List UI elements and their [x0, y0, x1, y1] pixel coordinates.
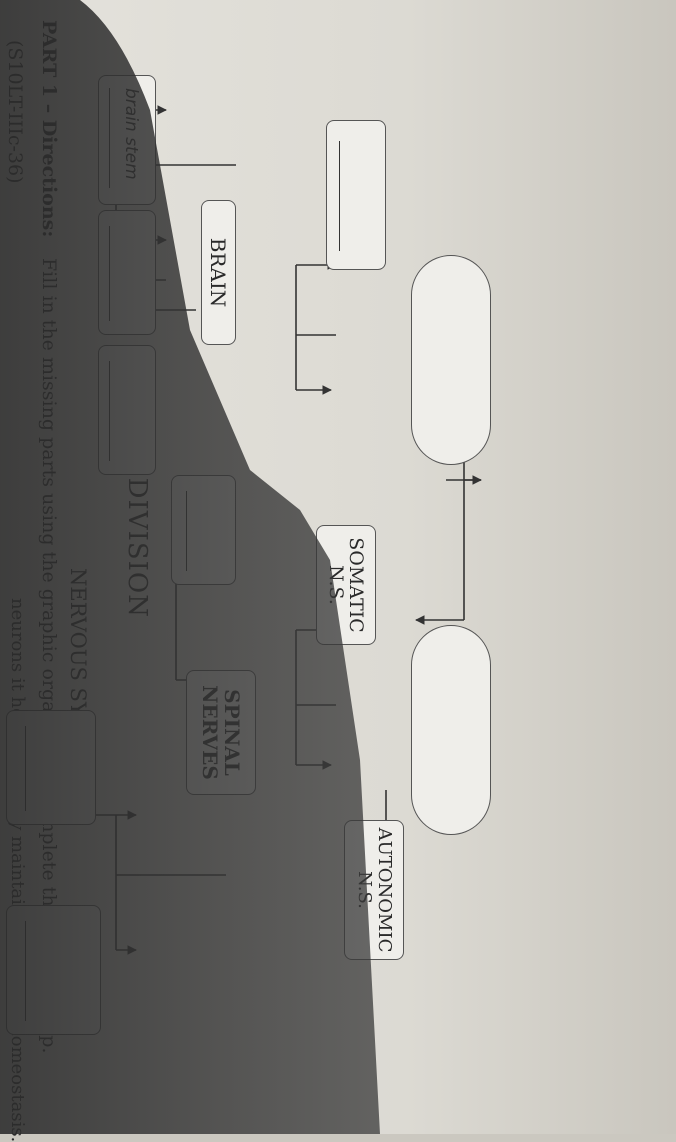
blank-oval-right[interactable]: [411, 625, 491, 835]
blank-box-sympathetic[interactable]: [6, 710, 96, 825]
brain-box: BRAIN: [201, 200, 236, 345]
blank-box-cerebrum[interactable]: [326, 120, 386, 270]
spinal-nerves-box: SPINAL NERVES: [186, 670, 256, 795]
blank-box-brain-stem[interactable]: brain stem: [98, 75, 156, 205]
somatic-ns-box: SOMATIC N.S.: [316, 525, 376, 645]
brain-label: BRAIN: [206, 237, 231, 308]
spinal-nerves-line1: SPINAL: [220, 689, 244, 776]
autonomic-ns-line1: AUTONOMIC: [374, 827, 395, 953]
spinal-nerves-line2: NERVES: [198, 685, 222, 780]
somatic-ns-line2: N.S.: [325, 565, 347, 605]
blank-box-medulla[interactable]: [98, 345, 156, 475]
blank-box-cns[interactable]: [171, 475, 236, 585]
blank-box-cerebellum[interactable]: [98, 210, 156, 335]
autonomic-ns-line2: N.S.: [354, 871, 375, 909]
handwritten-answer: brain stem: [121, 88, 141, 180]
blank-oval-left[interactable]: [411, 255, 491, 465]
autonomic-ns-box: AUTONOMIC N.S.: [344, 820, 404, 960]
somatic-ns-line1: SOMATIC: [345, 537, 367, 633]
blank-box-parasympathetic[interactable]: [6, 905, 101, 1035]
